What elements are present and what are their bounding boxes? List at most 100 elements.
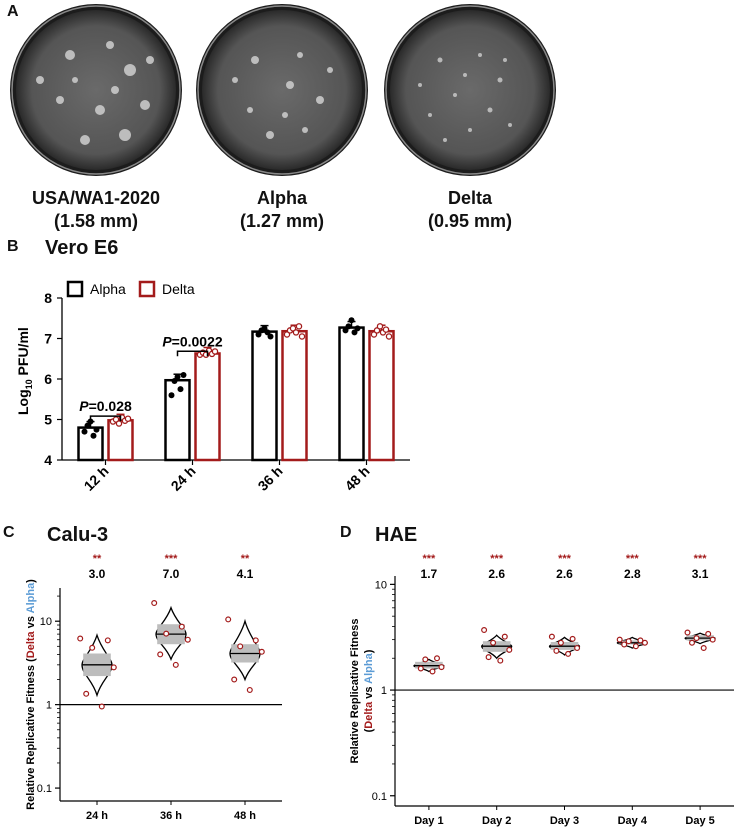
- point-replicate: [501, 633, 508, 640]
- panel-letter-b: B: [7, 238, 19, 255]
- point-alpha: [177, 386, 184, 393]
- point-delta: [298, 333, 306, 340]
- significance-stars: **: [241, 553, 250, 565]
- estimate-label: 2.8: [624, 567, 641, 581]
- point-replicate: [252, 637, 259, 644]
- bar-alpha: [164, 378, 191, 462]
- point-replicate: [178, 623, 185, 630]
- plate-delta-image: [384, 4, 556, 176]
- plate-alpha-size: (1.27 mm): [239, 211, 325, 231]
- point-replicate: [438, 664, 445, 671]
- bar-alpha: [338, 326, 365, 462]
- x-tick-label: Day 3: [550, 815, 579, 827]
- y-tick-label: 7: [44, 331, 52, 347]
- significance-stars: ***: [165, 553, 179, 565]
- point-replicate: [429, 668, 436, 675]
- bar-alpha: [251, 330, 278, 462]
- significance-stars: ***: [626, 553, 640, 565]
- estimate-label: 7.0: [163, 567, 180, 581]
- x-tick-label: Day 1: [414, 815, 443, 827]
- point-replicate: [246, 686, 253, 693]
- panel-a-plates: [10, 4, 556, 176]
- point-alpha: [180, 371, 187, 378]
- point-replicate: [565, 650, 572, 657]
- point-replicate: [110, 664, 117, 671]
- plate-usa-name: USA/WA1-2020: [31, 188, 161, 208]
- point-replicate: [157, 651, 164, 658]
- x-tick-label: 12 h: [80, 463, 111, 494]
- p-value-label: P=0.0022: [162, 333, 223, 349]
- point-replicate: [632, 643, 639, 650]
- legend-swatch-alpha: [66, 280, 84, 298]
- plate-usa-wa1-image: [10, 4, 182, 176]
- bar-delta: [368, 329, 395, 462]
- y-axis-label: Relative Replicative Fitness(Delta vs Al…: [349, 619, 375, 764]
- point-replicate: [709, 636, 716, 643]
- y-tick-label: 0.1: [37, 783, 52, 795]
- point-replicate: [151, 600, 158, 607]
- y-tick-label: 1: [381, 685, 387, 697]
- point-replicate: [574, 645, 581, 652]
- x-tick-label: 36 h: [254, 463, 285, 494]
- point-replicate: [693, 635, 700, 642]
- point-delta: [382, 326, 390, 333]
- chart-d-title: HAE: [375, 524, 418, 546]
- point-replicate: [616, 636, 623, 643]
- point-replicate: [89, 644, 96, 651]
- y-axis-label: Relative Replicative Fitness (Delta vs A…: [25, 579, 37, 810]
- point-alpha: [267, 333, 274, 340]
- point-replicate: [548, 633, 555, 640]
- y-tick-label: 10: [40, 616, 52, 628]
- estimate-label: 3.1: [692, 567, 709, 581]
- significance-stars: ***: [694, 553, 708, 565]
- point-replicate: [557, 639, 564, 646]
- bar-delta: [194, 352, 221, 462]
- y-axis-label: Log10 PFU/ml: [15, 327, 34, 415]
- point-replicate: [569, 635, 576, 642]
- plate-delta-name: Delta: [447, 188, 492, 208]
- point-delta: [385, 333, 393, 340]
- estimate-label: 2.6: [556, 567, 573, 581]
- estimate-label: 2.6: [488, 567, 505, 581]
- point-replicate: [553, 647, 560, 654]
- point-replicate: [485, 654, 492, 661]
- plate-alpha-name: Alpha: [256, 188, 307, 208]
- point-replicate: [237, 643, 244, 650]
- point-alpha: [174, 373, 181, 380]
- chart-c-title: Calu-3: [47, 524, 109, 546]
- point-alpha: [348, 317, 355, 324]
- point-replicate: [258, 648, 265, 655]
- significance-stars: ***: [490, 553, 504, 565]
- point-replicate: [417, 665, 424, 672]
- point-alpha: [81, 428, 88, 435]
- plate-usa-size: (1.58 mm): [53, 211, 139, 231]
- legend-label-alpha: Alpha: [90, 281, 126, 297]
- y-tick-label: 4: [44, 452, 52, 468]
- y-tick-label: 0.1: [372, 791, 387, 803]
- plate-label-usa: USA/WA1-2020 (1.58 mm): [0, 187, 201, 233]
- legend-swatch-delta: [138, 280, 156, 298]
- y-tick-label: 5: [44, 412, 52, 428]
- panel-letter-a: A: [7, 3, 19, 20]
- point-alpha: [93, 426, 100, 433]
- point-delta: [115, 420, 123, 427]
- point-replicate: [98, 703, 105, 710]
- point-replicate: [231, 676, 238, 683]
- point-delta: [124, 415, 132, 422]
- point-replicate: [637, 637, 644, 644]
- plate-delta-size: (0.95 mm): [427, 211, 513, 231]
- point-replicate: [490, 639, 497, 646]
- point-replicate: [225, 616, 232, 623]
- point-replicate: [684, 629, 691, 636]
- point-replicate: [172, 661, 179, 668]
- point-replicate: [497, 657, 504, 664]
- point-replicate: [506, 646, 513, 653]
- point-alpha: [345, 323, 352, 330]
- point-alpha: [90, 432, 97, 439]
- y-tick-label: 8: [44, 290, 52, 306]
- point-replicate: [625, 638, 632, 645]
- point-replicate: [163, 630, 170, 637]
- x-tick-label: Day 5: [685, 815, 714, 827]
